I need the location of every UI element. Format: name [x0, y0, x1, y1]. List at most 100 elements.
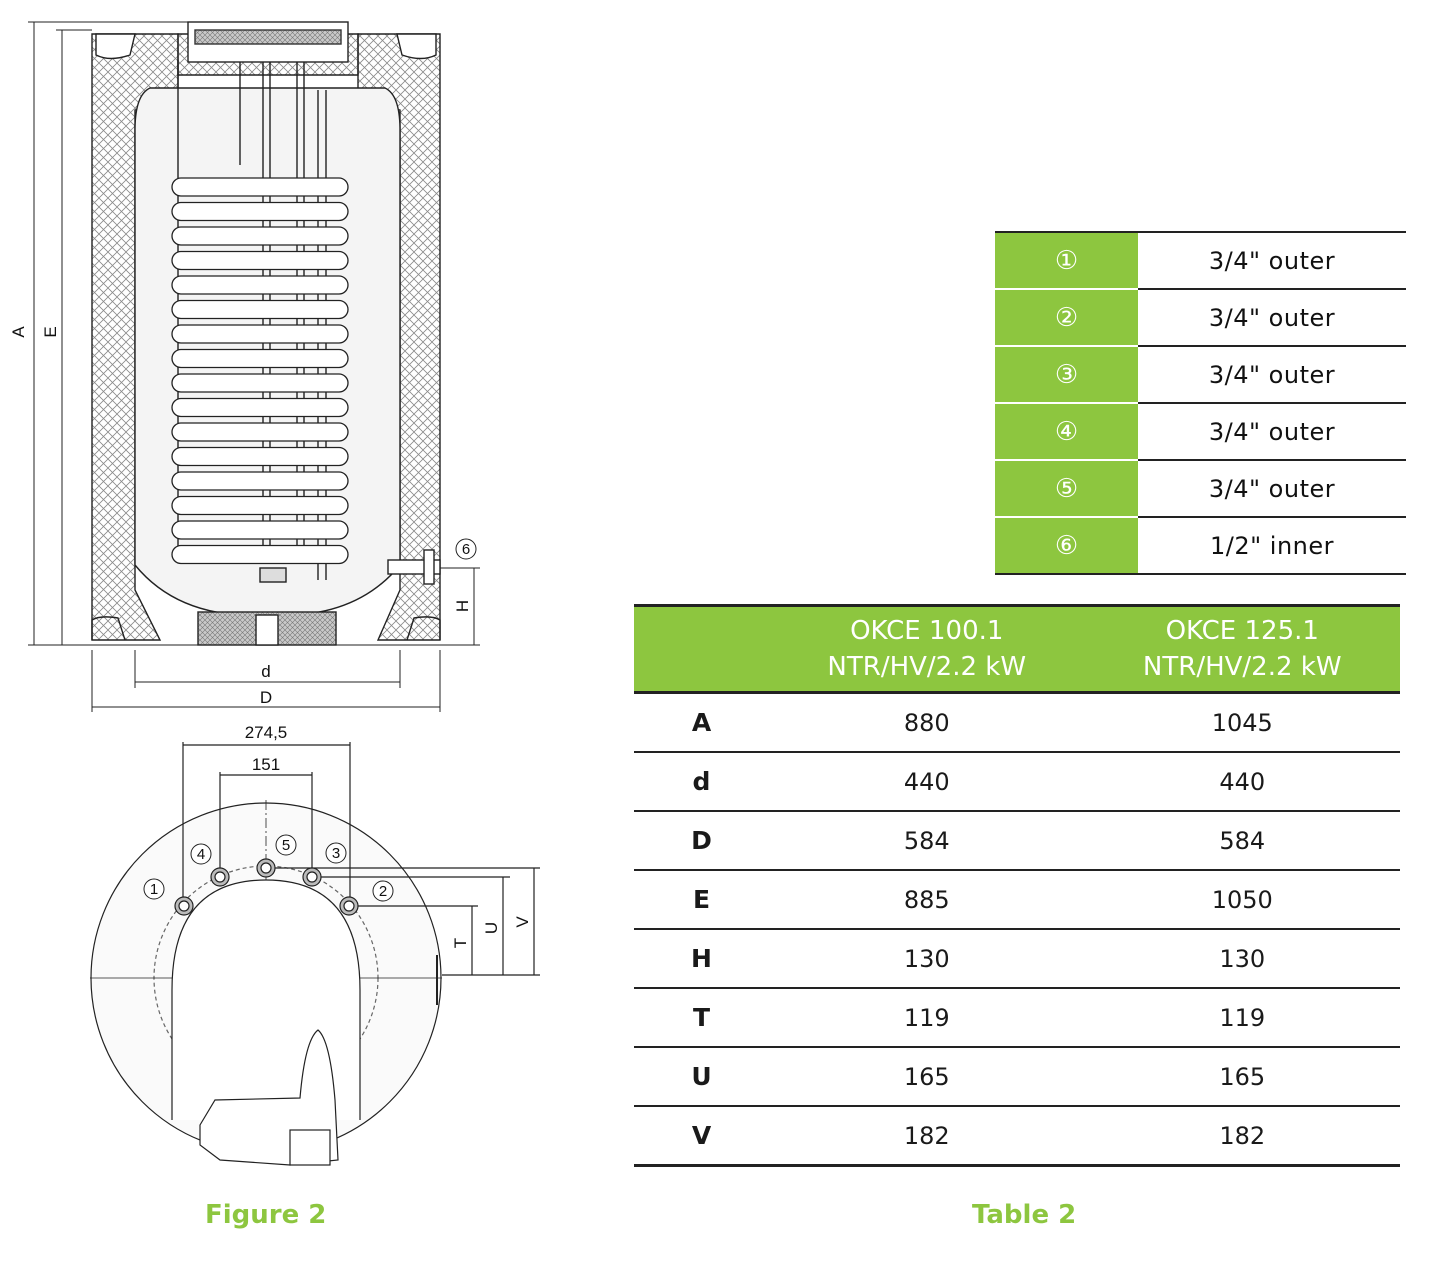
port-ring — [214, 871, 226, 883]
dim-label-d: d — [261, 662, 270, 681]
port-ring — [343, 900, 355, 912]
port-ring — [178, 900, 190, 912]
marker-1: 1 — [143, 878, 165, 900]
coil-loop — [171, 520, 349, 540]
marker-6-circle — [455, 538, 477, 560]
okce125-value: 1045 — [1084, 692, 1400, 753]
okce100-value: 182 — [769, 1106, 1085, 1167]
dimension-label: E — [634, 870, 769, 930]
coil-loop — [171, 495, 349, 516]
connection-number: ① — [995, 231, 1138, 290]
dim-label-274: 274,5 — [245, 723, 288, 742]
dim-label-E: E — [41, 326, 60, 337]
foot-right — [406, 616, 441, 641]
table-row: ② 3/4" outer — [995, 289, 1406, 347]
connection-spec: 3/4" outer — [1138, 231, 1406, 290]
heating-coil — [171, 177, 349, 565]
coil-loop — [171, 201, 349, 222]
foot-left — [91, 616, 126, 641]
corner-recess-right — [396, 33, 437, 60]
side-dimensions — [28, 21, 480, 712]
okce125-value: 440 — [1084, 752, 1400, 812]
dimension-label: D — [634, 811, 769, 871]
dimension-label: T — [634, 988, 769, 1048]
dim-label-H: H — [453, 600, 472, 612]
coil-loop — [171, 250, 349, 271]
marker-3: 3 — [325, 842, 347, 864]
okce125-value: 584 — [1084, 811, 1400, 871]
okce125-value: 119 — [1084, 988, 1400, 1048]
connection-spec: 3/4" outer — [1138, 346, 1406, 404]
dim-label-D: D — [260, 688, 272, 707]
connection-number: ② — [995, 289, 1138, 347]
marker-4: 4 — [190, 843, 212, 865]
okce100-value: 130 — [769, 929, 1085, 989]
connection-spec: 1/2" inner — [1138, 517, 1406, 575]
table-row: ④ 3/4" outer — [995, 403, 1406, 461]
coil-loop — [171, 446, 349, 467]
dimension-label: H — [634, 929, 769, 989]
port-ring — [260, 862, 272, 874]
connection-number: ④ — [995, 403, 1138, 461]
okce100-value: 885 — [769, 870, 1085, 930]
coil-loop — [171, 397, 349, 418]
figure-caption: Figure 2 — [205, 1200, 327, 1230]
okce100-value: 165 — [769, 1047, 1085, 1107]
port-ring — [306, 871, 318, 883]
coil-loop — [171, 299, 349, 320]
svg-text:2: 2 — [379, 883, 387, 900]
dim-label-V: V — [513, 916, 532, 928]
table-row: ③ 3/4" outer — [995, 346, 1406, 404]
okce100-value: 440 — [769, 752, 1085, 812]
coil-loop — [171, 177, 349, 197]
connection-spec: 3/4" outer — [1138, 460, 1406, 518]
okce125-value: 182 — [1084, 1106, 1400, 1167]
dimension-label: A — [634, 692, 769, 753]
coil-loop — [171, 373, 349, 393]
coil-loop — [171, 544, 349, 565]
connection-spec: 3/4" outer — [1138, 289, 1406, 347]
marker-2: 2 — [372, 880, 394, 902]
dim-label-U: U — [482, 922, 501, 934]
connection-number: ③ — [995, 346, 1138, 404]
svg-text:1: 1 — [150, 881, 158, 898]
svg-text:4: 4 — [197, 846, 205, 863]
okce125-value: 165 — [1084, 1047, 1400, 1107]
coil-loop — [171, 422, 349, 442]
dimension-label: d — [634, 752, 769, 812]
table-row: ⑤ 3/4" outer — [995, 460, 1406, 518]
okce125-value: 130 — [1084, 929, 1400, 989]
table-caption: Table 2 — [972, 1200, 1077, 1230]
coil-loop — [171, 348, 349, 369]
connection-number: ⑤ — [995, 460, 1138, 518]
connections-table: ① 3/4" outer ② 3/4" outer ③ 3/4" outer ④… — [995, 231, 1406, 575]
corner-recess-left — [95, 33, 136, 60]
coil-loop — [171, 471, 349, 491]
dimension-label: V — [634, 1106, 769, 1167]
svg-text:3: 3 — [332, 845, 340, 862]
top-view-ports — [174, 858, 359, 916]
dim-label-T: T — [451, 938, 470, 948]
dim-label-A: A — [9, 326, 28, 338]
okce100-value: 119 — [769, 988, 1085, 1048]
coil-loop — [171, 275, 349, 295]
top-view — [90, 742, 540, 1166]
svg-text:5: 5 — [282, 837, 290, 854]
dim-label-151: 151 — [252, 755, 280, 774]
header-corner — [634, 604, 769, 694]
okce125-value: 1050 — [1084, 870, 1400, 930]
